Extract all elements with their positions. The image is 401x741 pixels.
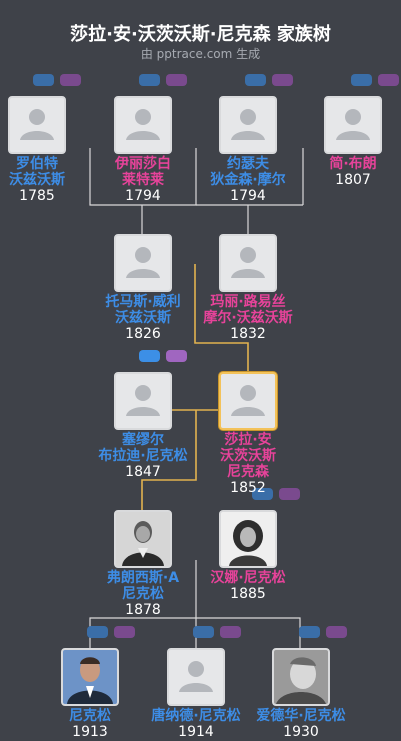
female-pill[interactable] bbox=[272, 74, 293, 86]
male-pill[interactable] bbox=[252, 488, 273, 500]
person-card[interactable]: 玛丽·路易丝摩尔·沃兹沃斯 1832 bbox=[198, 234, 298, 342]
default-avatar-icon bbox=[8, 96, 66, 154]
person-card[interactable]: 汉娜·尼克松 1885 bbox=[198, 510, 298, 602]
birth-year: 1914 bbox=[178, 724, 214, 740]
person-name: 伊丽莎白莱特莱 bbox=[115, 156, 171, 188]
page-subtitle: 由 pptrace.com 生成 bbox=[140, 47, 261, 61]
birth-year: 1852 bbox=[230, 480, 266, 496]
birth-year: 1913 bbox=[72, 724, 108, 740]
person-name: 托马斯·威利沃兹沃斯 bbox=[105, 294, 181, 326]
person-name: 尼克松 bbox=[69, 708, 111, 724]
person-card[interactable]: 罗伯特沃兹沃斯 1785 bbox=[0, 96, 87, 204]
birth-year: 1930 bbox=[283, 724, 319, 740]
default-avatar-icon bbox=[219, 234, 277, 292]
person-card[interactable]: 简·布朗 1807 bbox=[303, 96, 401, 188]
person-name: 莎拉·安沃茨沃斯尼克森 bbox=[220, 432, 276, 480]
person-card[interactable]: 塞缪尔布拉迪·尼克松 1847 bbox=[93, 372, 193, 480]
birth-year: 1847 bbox=[125, 464, 161, 480]
birth-year: 1794 bbox=[125, 188, 161, 204]
person-card[interactable]: 约瑟夫狄金森·摩尔 1794 bbox=[198, 96, 298, 204]
birth-year: 1826 bbox=[125, 326, 161, 342]
connector-highlight-a bbox=[194, 264, 249, 373]
relation-toggle[interactable] bbox=[252, 488, 300, 500]
male-pill[interactable] bbox=[245, 74, 266, 86]
connector-child-3 bbox=[196, 617, 301, 650]
female-pill[interactable] bbox=[220, 626, 241, 638]
relation-toggle[interactable] bbox=[139, 74, 187, 86]
male-pill[interactable] bbox=[139, 74, 160, 86]
person-card[interactable]: 尼克松 1913 bbox=[40, 648, 140, 740]
relation-toggle[interactable] bbox=[299, 626, 347, 638]
person-name: 唐纳德·尼克松 bbox=[151, 708, 241, 724]
default-avatar-icon bbox=[167, 648, 225, 706]
person-name: 玛丽·路易丝摩尔·沃兹沃斯 bbox=[203, 294, 293, 326]
person-name: 塞缪尔布拉迪·尼克松 bbox=[98, 432, 188, 464]
female-pill[interactable] bbox=[60, 74, 81, 86]
birth-year: 1878 bbox=[125, 602, 161, 618]
female-pill[interactable] bbox=[326, 626, 347, 638]
male-pill[interactable] bbox=[299, 626, 320, 638]
connector-highlight-c bbox=[141, 410, 197, 512]
female-pill[interactable] bbox=[166, 74, 187, 86]
relation-toggle[interactable] bbox=[139, 350, 187, 362]
male-pill[interactable] bbox=[351, 74, 372, 86]
male-pill[interactable] bbox=[193, 626, 214, 638]
default-avatar-icon bbox=[114, 96, 172, 154]
birth-year: 1807 bbox=[335, 172, 371, 188]
person-name: 罗伯特沃兹沃斯 bbox=[9, 156, 65, 188]
default-avatar-icon bbox=[219, 96, 277, 154]
person-card-selected[interactable]: 莎拉·安沃茨沃斯尼克森 1852 bbox=[198, 372, 298, 496]
person-name: 爱德华·尼克松 bbox=[256, 708, 346, 724]
person-name: 约瑟夫狄金森·摩尔 bbox=[210, 156, 286, 188]
portrait-photo-icon bbox=[61, 648, 119, 706]
person-name: 简·布朗 bbox=[329, 156, 377, 172]
birth-year: 1885 bbox=[230, 586, 266, 602]
birth-year: 1832 bbox=[230, 326, 266, 342]
portrait-photo-icon bbox=[219, 510, 277, 568]
person-card[interactable]: 伊丽莎白莱特莱 1794 bbox=[93, 96, 193, 204]
female-pill[interactable] bbox=[114, 626, 135, 638]
page-title: 莎拉·安·沃茨沃斯·尼克森 家族树 bbox=[70, 24, 331, 45]
relation-toggle[interactable] bbox=[33, 74, 81, 86]
connector-couple-a bbox=[89, 148, 197, 206]
person-card[interactable]: 爱德华·尼克松 1930 bbox=[251, 648, 351, 740]
relation-toggle[interactable] bbox=[87, 626, 135, 638]
birth-year: 1785 bbox=[19, 188, 55, 204]
person-card[interactable]: 唐纳德·尼克松 1914 bbox=[146, 648, 246, 740]
female-pill[interactable] bbox=[378, 74, 399, 86]
female-pill[interactable] bbox=[166, 350, 187, 362]
male-pill[interactable] bbox=[139, 350, 160, 362]
male-pill[interactable] bbox=[87, 626, 108, 638]
male-pill[interactable] bbox=[33, 74, 54, 86]
person-card[interactable]: 托马斯·威利沃兹沃斯 1826 bbox=[93, 234, 193, 342]
relation-toggle[interactable] bbox=[351, 74, 399, 86]
default-avatar-icon bbox=[324, 96, 382, 154]
default-avatar-icon bbox=[114, 234, 172, 292]
default-avatar-icon bbox=[219, 372, 277, 430]
person-name: 汉娜·尼克松 bbox=[210, 570, 286, 586]
portrait-photo-icon bbox=[114, 510, 172, 568]
portrait-photo-icon bbox=[272, 648, 330, 706]
female-pill[interactable] bbox=[279, 488, 300, 500]
relation-toggle[interactable] bbox=[245, 74, 293, 86]
relation-toggle[interactable] bbox=[193, 626, 241, 638]
default-avatar-icon bbox=[114, 372, 172, 430]
birth-year: 1794 bbox=[230, 188, 266, 204]
